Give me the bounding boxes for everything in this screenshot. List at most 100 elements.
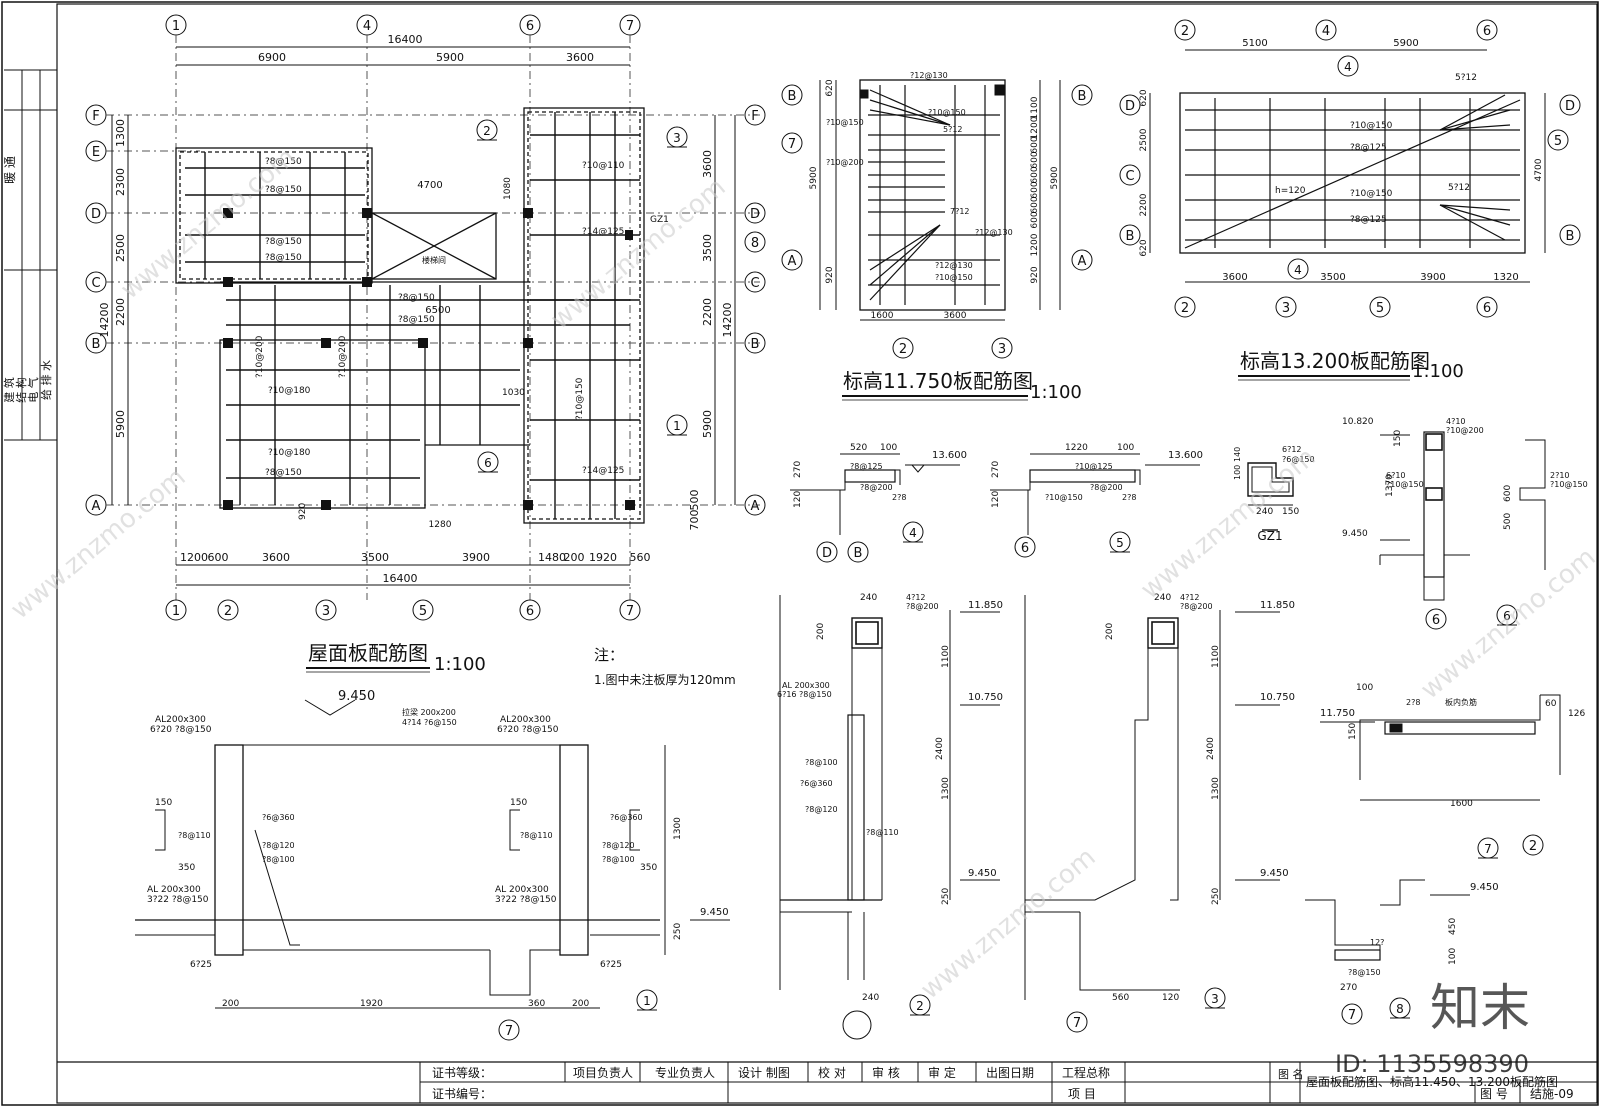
p1320-dim-bottom-1: 3500 bbox=[1320, 272, 1345, 283]
p1175-rebar-8: ?10@150 bbox=[935, 273, 973, 282]
d2-dim-250: 250 bbox=[941, 888, 951, 905]
p1320-dim-left-2: 2200 bbox=[1139, 193, 1149, 216]
roof-rebar-13: ?14@125 bbox=[582, 466, 624, 476]
roof-misc-6500: 6500 bbox=[425, 305, 450, 316]
p1175-dim-left-2: 920 bbox=[825, 266, 835, 283]
p1320-axis-left-b: B bbox=[1126, 229, 1135, 244]
d6-rebar-1: ?10@200 bbox=[1446, 426, 1484, 435]
title-block-labels: 证书等级： 证书编号： 项目负责人 专业负责人 设计 制图 校 对 审 核 审 … bbox=[432, 1065, 1574, 1101]
roof-rebar-12: ?10@150 bbox=[575, 377, 585, 420]
project-label: 项 目 bbox=[1068, 1087, 1096, 1101]
d2-level-1: 10.750 bbox=[968, 692, 1003, 703]
d8-rebar-1: 12? bbox=[1370, 938, 1384, 947]
p1320-rebar-3: ?10@150 bbox=[1350, 189, 1393, 199]
detail-5-labels: 1220 100 270 120 13.600 ?10@125 ?10@150 … bbox=[991, 443, 1203, 556]
p1320-marker-4a: 4 bbox=[1344, 60, 1352, 74]
d4-axis-b: B bbox=[854, 546, 863, 561]
p1175-rebar-5: ?12@130 bbox=[975, 228, 1013, 237]
d4-rebar-1: ?8@200 bbox=[860, 483, 893, 492]
gz1-rebar-1: ?6@150 bbox=[1282, 455, 1315, 464]
p1175-dim-right-6: 600 bbox=[1030, 196, 1040, 213]
p1320-dim-right-0: 4700 bbox=[1534, 158, 1544, 181]
roof-dim-left-3: 2200 bbox=[114, 298, 127, 326]
plan-1320-title: 标高13.200板配筋图 bbox=[1240, 349, 1430, 373]
d2-rebar-0: 4?12 bbox=[906, 593, 926, 602]
d7-mark: 7 bbox=[1484, 842, 1492, 856]
gz1-dim-1: 150 bbox=[1282, 507, 1299, 517]
detail-4-labels: 520 100 270 120 13.600 ?8@125 ?8@200 2?8… bbox=[793, 443, 967, 561]
d7-axis-2: 2 bbox=[1529, 839, 1537, 854]
d1-dim-350-l: 350 bbox=[178, 863, 195, 873]
roof-rebar-5: ?8@150 bbox=[398, 315, 435, 325]
roof-rebar-2: ?8@150 bbox=[265, 237, 302, 247]
roof-axis-top bbox=[165, 14, 641, 600]
role-project-name: 工程总称 bbox=[1062, 1065, 1110, 1080]
roof-rebar-1: ?8@150 bbox=[265, 185, 302, 195]
d6-dim-3: 500 bbox=[1503, 513, 1513, 530]
d3-rebar-1: ?8@200 bbox=[1180, 602, 1213, 611]
p1175-axis-left-7: 7 bbox=[788, 137, 796, 152]
sidebar-discipline-block: 暖 通 建 筑 结 构 电 气 给 排 水 bbox=[2, 69, 57, 441]
inner-frame bbox=[56, 3, 1598, 1104]
roof-marker-6: 6 bbox=[484, 456, 492, 470]
d5-level: 13.600 bbox=[1168, 450, 1203, 461]
roof-axis-right-a: A bbox=[751, 499, 760, 514]
d3-dim-1100: 1100 bbox=[1211, 645, 1221, 668]
p1320-axis-bottom-5: 5 bbox=[1376, 301, 1384, 316]
roof-dim-top-2: 3600 bbox=[566, 51, 594, 64]
d1-bars-l: 6?25 bbox=[190, 960, 212, 970]
detail-5 bbox=[990, 453, 1200, 558]
detail-4 bbox=[790, 453, 960, 563]
roof-axis-right-b: B bbox=[751, 337, 760, 352]
roof-dim-bottom-7: 1920 bbox=[589, 551, 617, 564]
d1-level-2: 9.450 bbox=[700, 907, 729, 918]
p1175-axis-left-a: A bbox=[788, 254, 797, 269]
plan-1320 bbox=[1119, 19, 1581, 318]
p1175-rebar-1: ?10@150 bbox=[928, 108, 966, 117]
d1-rebar-1: ?6@360 bbox=[262, 813, 295, 822]
gz1-dim-0: 240 bbox=[1256, 507, 1273, 517]
p1175-axis-bottom-3: 3 bbox=[998, 342, 1006, 357]
p1175-dim-right-2: 600 bbox=[1030, 136, 1040, 153]
d5-dim-0: 1220 bbox=[1065, 443, 1088, 453]
roof-misc-1080: 1080 bbox=[503, 177, 513, 200]
d6-axis-6: 6 bbox=[1432, 613, 1440, 628]
detail-2 bbox=[779, 595, 1000, 1040]
p1320-dim-top-0: 5100 bbox=[1242, 38, 1267, 49]
roof-dim-bottom-4: 3900 bbox=[462, 551, 490, 564]
roof-dim-bottom-2: 3600 bbox=[262, 551, 290, 564]
roof-rebar-4: ?8@150 bbox=[398, 293, 435, 303]
p1320-axis-top-4: 4 bbox=[1322, 24, 1330, 39]
d5-axis-6: 6 bbox=[1021, 541, 1029, 556]
cert-grade: 证书等级： bbox=[432, 1066, 492, 1080]
d7-level: 11.750 bbox=[1320, 708, 1355, 719]
d1-rebar-7: ?8@100 bbox=[602, 855, 635, 864]
detail-6 bbox=[1379, 431, 1546, 630]
roof-axis-bottom-3: 3 bbox=[322, 604, 330, 619]
roof-dim-left-4: 5900 bbox=[114, 410, 127, 438]
gz1-rebar-0: 6?12 bbox=[1282, 445, 1302, 454]
d1-beam-top-rebar-r: 6?20 ?8@150 bbox=[497, 725, 559, 735]
d7-dim-126: 126 bbox=[1568, 709, 1585, 719]
d8-dim-100: 100 bbox=[1448, 948, 1458, 965]
watermark-id: ID: 1135598390 bbox=[1335, 1050, 1529, 1078]
sidebar-label-plumbing: 给 排 水 bbox=[39, 360, 53, 400]
p1320-rebar-4: ?8@125 bbox=[1350, 215, 1387, 225]
p1175-dim-right-7: 600 bbox=[1030, 211, 1040, 228]
d2-dim-240: 240 bbox=[860, 593, 877, 603]
d8-rebar-0: ?8@150 bbox=[1348, 968, 1381, 977]
roof-axis-left-c: C bbox=[91, 276, 100, 291]
d2-rebar-2: AL 200x300 bbox=[782, 681, 830, 690]
role-design: 设计 制图 bbox=[738, 1066, 790, 1080]
d1-mark: 1 bbox=[643, 994, 651, 1008]
roof-dim-left-2: 2500 bbox=[114, 234, 127, 262]
roof-axis-right-8: 8 bbox=[751, 236, 759, 251]
plan-1320-labels: 2 4 6 D C B D 5 B 2 3 5 6 4 4 5100 5900 … bbox=[1125, 24, 1575, 382]
d6-rebar-2: 6?10 bbox=[1386, 471, 1406, 480]
p1320-rebar-1: ?10@150 bbox=[1350, 121, 1393, 131]
d2-rebar-5: ?6@360 bbox=[800, 779, 833, 788]
d1-dim-360: 360 bbox=[528, 999, 545, 1009]
d2-rebar-1: ?8@200 bbox=[906, 602, 939, 611]
d3-level-1: 10.750 bbox=[1260, 692, 1295, 703]
p1175-axis-right-b: B bbox=[1078, 89, 1087, 104]
